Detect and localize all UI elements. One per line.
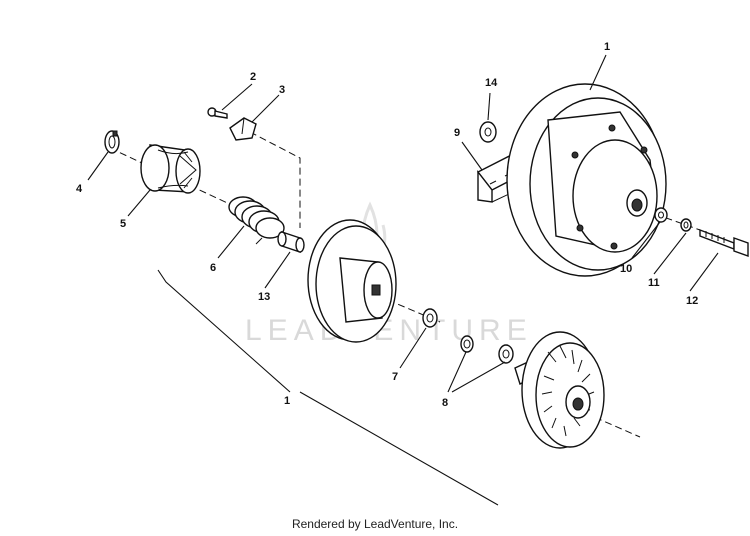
bushing-part — [277, 231, 305, 253]
bolt-part — [699, 228, 749, 257]
watermark-text: LEADVENTURE — [245, 314, 533, 347]
spring-part — [228, 196, 285, 245]
callout-9: 9 — [454, 127, 460, 139]
callout-3: 3 — [279, 84, 285, 96]
drive-clutch-part — [506, 83, 667, 277]
cam-part — [140, 144, 201, 194]
callout-2: 2 — [250, 71, 256, 83]
footer-credit: Rendered by LeadVenture, Inc. — [291, 517, 459, 531]
lock-washer-part — [680, 218, 692, 232]
weight-part — [229, 117, 257, 141]
assembly-bracket — [157, 269, 499, 506]
washers-pair — [460, 335, 514, 364]
callout-6: 6 — [210, 262, 216, 274]
washer-part — [422, 308, 438, 328]
moveable-sheave-part — [307, 219, 397, 343]
screw-part — [207, 107, 228, 119]
callout-1-top: 1 — [604, 41, 610, 53]
leader-lines — [87, 54, 719, 393]
callout-5: 5 — [120, 218, 126, 230]
callout-7: 7 — [392, 371, 398, 383]
callout-11: 11 — [648, 277, 660, 289]
callout-10: 10 — [620, 263, 632, 275]
belt-washer-part — [479, 121, 497, 143]
callout-4: 4 — [76, 183, 83, 195]
bolt-washer-part — [654, 207, 668, 223]
fixed-sheave-part — [514, 331, 605, 449]
callout-8: 8 — [442, 397, 448, 409]
snap-ring-part — [104, 130, 120, 154]
callout-1-bracket: 1 — [284, 395, 290, 407]
callout-12: 12 — [686, 295, 698, 307]
callout-14: 14 — [485, 77, 498, 89]
callout-13: 13 — [258, 291, 270, 303]
